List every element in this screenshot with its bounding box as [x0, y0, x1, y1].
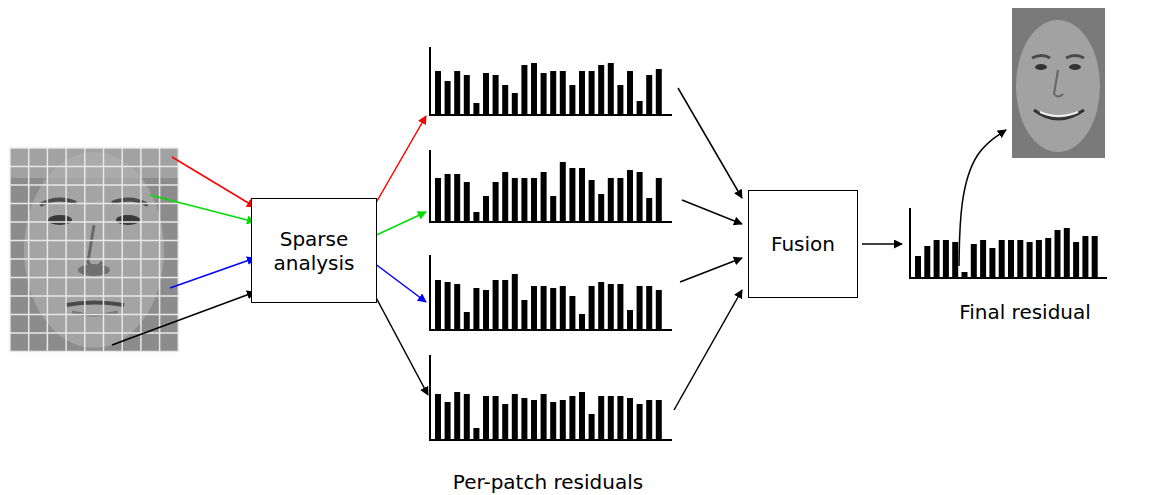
arrow [373, 116, 426, 208]
arrow [372, 290, 428, 395]
arrow [112, 292, 255, 345]
result-face [1012, 8, 1105, 158]
residual-chart [430, 47, 672, 115]
arrow [150, 195, 255, 222]
arrow [370, 260, 426, 302]
arrow [680, 258, 742, 282]
arrow [682, 200, 742, 224]
residual-chart [430, 355, 672, 440]
final-residual-chart [910, 208, 1107, 278]
process-box: Sparse analysis [251, 198, 377, 303]
arrow [678, 88, 742, 198]
process-box: Fusion [748, 190, 858, 298]
caption-label: Per-patch residuals [453, 470, 643, 494]
residual-chart [430, 255, 672, 330]
arrow [370, 212, 426, 238]
residual-chart [430, 150, 672, 222]
arrow [172, 157, 255, 207]
box-label: Sparse analysis [252, 227, 376, 275]
face-image [10, 148, 178, 352]
arrow [674, 290, 742, 410]
arrow [862, 243, 902, 245]
arrows [112, 88, 902, 410]
caption-label: Final residual [959, 300, 1091, 324]
arrow [170, 258, 255, 288]
lookup-arrow [959, 130, 1006, 266]
box-label: Fusion [771, 232, 835, 256]
